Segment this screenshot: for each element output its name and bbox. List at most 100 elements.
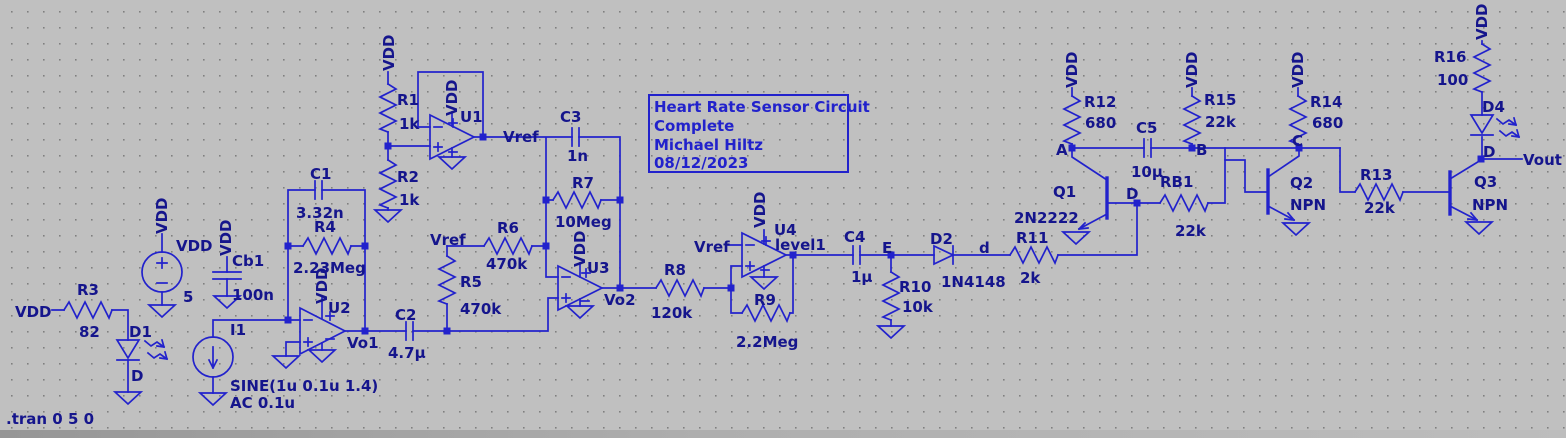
wire[interactable] <box>285 189 559 357</box>
resistor-R5[interactable] <box>436 254 457 306</box>
value-I1[interactable]: SINE(1u 0.1u 1.4) <box>230 377 378 395</box>
title-line-1[interactable]: Heart Rate Sensor Circuit <box>654 98 870 116</box>
ground-icon[interactable] <box>1463 221 1495 236</box>
resistor-R7[interactable] <box>551 190 603 211</box>
current-source-I1[interactable] <box>192 336 234 378</box>
value-R13[interactable]: 22k <box>1364 199 1396 217</box>
ref-C3[interactable]: C3 <box>560 108 581 126</box>
opamp-U3[interactable] <box>557 264 604 312</box>
ref-R3[interactable]: R3 <box>77 281 99 299</box>
net-label-e[interactable]: E <box>882 239 892 257</box>
led-D4[interactable] <box>1469 114 1521 139</box>
ref-R14[interactable]: R14 <box>1310 93 1342 111</box>
resistor-R13[interactable] <box>1353 182 1405 203</box>
net-label-vref[interactable]: Vref <box>503 128 539 146</box>
ref-R9[interactable]: R9 <box>754 291 776 309</box>
value-R14[interactable]: 680 <box>1312 114 1343 132</box>
value2-I1[interactable]: AC 0.1u <box>230 394 295 412</box>
resistor-R10[interactable] <box>880 270 901 322</box>
value-R5[interactable]: 470k <box>460 300 502 318</box>
net-label-vdd[interactable]: VDD <box>1063 51 1081 88</box>
ground-icon[interactable] <box>306 349 338 364</box>
ref-R6[interactable]: R6 <box>497 219 519 237</box>
wire[interactable] <box>1071 147 1226 231</box>
transistor-Q3[interactable] <box>1448 170 1479 222</box>
resistor-R3[interactable] <box>62 300 114 321</box>
ref-R10[interactable]: R10 <box>899 278 931 296</box>
resistor-R4[interactable] <box>301 236 353 257</box>
ref-R15[interactable]: R15 <box>1204 91 1236 109</box>
transistor-Q2[interactable] <box>1266 168 1296 222</box>
ref-V1[interactable]: VDD <box>176 237 213 255</box>
net-label-level1[interactable]: level1 <box>775 236 826 254</box>
ref-R8[interactable]: R8 <box>664 261 686 279</box>
ground-icon[interactable] <box>270 355 302 370</box>
title-block[interactable]: Heart Rate Sensor Circuit Complete Micha… <box>648 94 870 173</box>
net-label-vdd[interactable]: VDD <box>1289 51 1307 88</box>
capacitor-Cb1[interactable] <box>212 271 242 280</box>
ref-D4[interactable]: D4 <box>1482 98 1505 116</box>
ref-Q1[interactable]: Q1 <box>1053 183 1076 201</box>
ground-icon[interactable] <box>146 304 178 319</box>
ref-R16[interactable]: R16 <box>1434 48 1466 66</box>
title-line-2[interactable]: Complete <box>654 117 734 135</box>
net-label-vdd[interactable]: VDD <box>751 191 769 228</box>
value-R1[interactable]: 1k <box>399 115 420 133</box>
value-R2[interactable]: 1k <box>399 191 420 209</box>
net-label-vdd[interactable]: VDD <box>443 79 461 116</box>
net-label-vdd[interactable]: VDD <box>313 267 331 304</box>
net-label-a[interactable]: A <box>1056 141 1068 159</box>
diode-D2[interactable] <box>933 244 955 266</box>
ground-icon[interactable] <box>112 391 144 406</box>
ref-Q2[interactable]: Q2 <box>1290 174 1313 192</box>
ref-U2[interactable]: U2 <box>328 299 351 317</box>
value-R12[interactable]: 680 <box>1085 114 1116 132</box>
ref-Q3[interactable]: Q3 <box>1474 173 1497 191</box>
net-label-c[interactable]: C <box>1292 132 1303 150</box>
value-C1[interactable]: 3.32n <box>296 204 344 222</box>
net-label-vdd[interactable]: VDD <box>571 230 589 267</box>
ref-C1[interactable]: C1 <box>310 165 331 183</box>
value-C2[interactable]: 4.7µ <box>388 344 426 362</box>
net-label-vdd[interactable]: VDD <box>15 303 52 321</box>
resistor-R9[interactable] <box>740 303 792 324</box>
value-R8[interactable]: 120k <box>651 304 693 322</box>
ref-R5[interactable]: R5 <box>460 273 482 291</box>
resistor-R6[interactable] <box>482 236 534 257</box>
ref-I1[interactable]: I1 <box>230 321 246 339</box>
voltage-source-V1[interactable] <box>141 251 183 293</box>
wire[interactable] <box>51 309 129 393</box>
net-label-vdd[interactable]: VDD <box>217 219 235 256</box>
capacitor-C2[interactable] <box>405 321 414 341</box>
ref-D1[interactable]: D1 <box>129 323 152 341</box>
ref-R13[interactable]: R13 <box>1360 166 1392 184</box>
net-label-d[interactable]: D <box>131 367 143 385</box>
ref-U1[interactable]: U1 <box>460 108 483 126</box>
ground-icon[interactable] <box>372 209 404 224</box>
net-label-vdd[interactable]: VDD <box>153 197 171 234</box>
capacitor-C3[interactable] <box>571 127 580 147</box>
ref-R4[interactable]: R4 <box>314 218 336 236</box>
value-C4[interactable]: 1µ <box>851 268 872 286</box>
net-label-vout[interactable]: Vout <box>1523 151 1562 169</box>
resistor-R16[interactable] <box>1471 42 1492 94</box>
value-R15[interactable]: 22k <box>1205 113 1237 131</box>
ref-U3[interactable]: U3 <box>587 259 610 277</box>
net-label-vdd[interactable]: VDD <box>1183 51 1201 88</box>
opamp-U1[interactable] <box>429 113 476 161</box>
resistor-R8[interactable] <box>654 278 706 299</box>
resistor-R11[interactable] <box>1008 245 1060 266</box>
ref-R2[interactable]: R2 <box>397 168 419 186</box>
ground-icon[interactable] <box>211 295 243 310</box>
value-Q3[interactable]: NPN <box>1472 196 1508 214</box>
value-Cb1[interactable]: 100n <box>232 286 274 304</box>
ref-U4[interactable]: U4 <box>774 221 797 239</box>
wire[interactable] <box>890 202 1138 327</box>
resistor-RB1[interactable] <box>1158 193 1210 214</box>
net-label-vdd[interactable]: VDD <box>380 34 398 71</box>
value-R11[interactable]: 2k <box>1020 269 1041 287</box>
ground-icon[interactable] <box>875 325 907 340</box>
net-label-vref[interactable]: Vref <box>694 238 730 256</box>
net-label-d[interactable]: D <box>1126 185 1138 203</box>
resistor-R15[interactable] <box>1181 94 1202 146</box>
